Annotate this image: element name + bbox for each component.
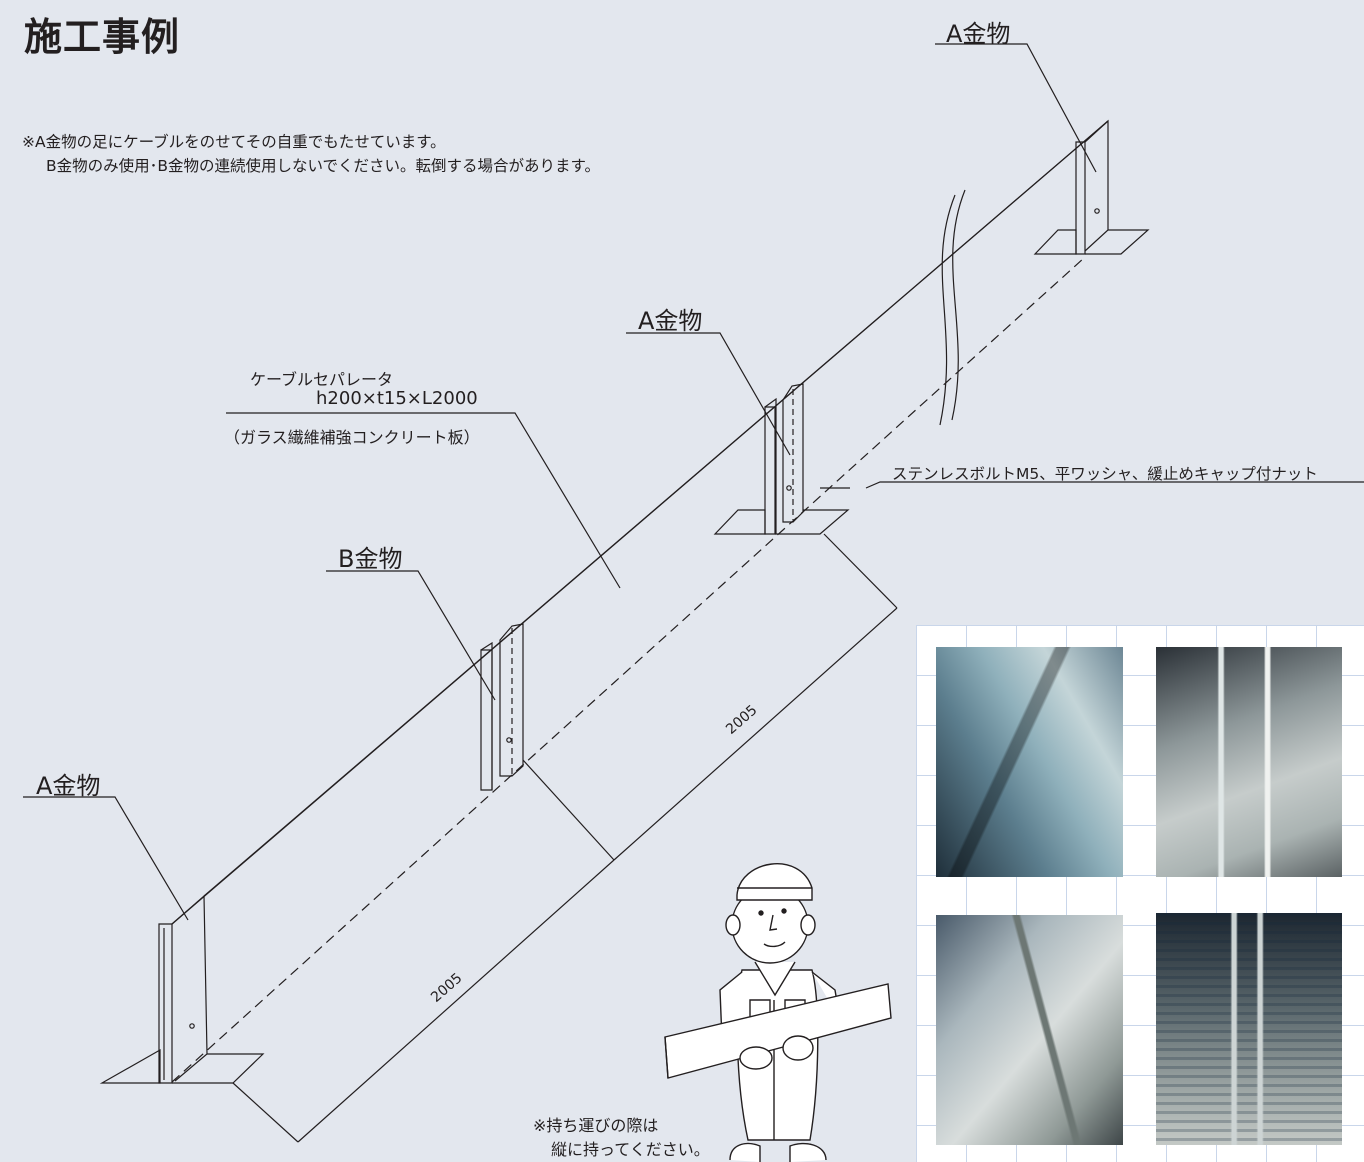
leader-a-left [23, 796, 189, 921]
break-mark-left [939, 194, 956, 426]
leader-bolt [820, 481, 1364, 489]
separator-name: ケーブルセパレータ [250, 370, 394, 389]
b-bracket [480, 623, 524, 791]
installation-photo-4 [1156, 913, 1342, 1145]
installation-photo-2 [1156, 647, 1342, 877]
page-title: 施工事例 [24, 15, 181, 59]
bolt-label: ステンレスボルトM5、平ワッシャ、緩止めキャップ付ナット [892, 465, 1318, 483]
installation-photo-3 [936, 915, 1123, 1145]
label-b: B金物 [338, 545, 403, 573]
worker-illustration [664, 863, 892, 1162]
leader-separator [226, 412, 621, 589]
warning-note-line-2: B金物のみ使用･B金物の連続使用しないでください。転倒する場合があります。 [46, 157, 601, 175]
dim-line-upper [613, 607, 898, 861]
a-bracket-left [99, 894, 265, 1084]
carry-note-line-2: 縦に持ってください。 [551, 1140, 710, 1159]
leader-a-top [935, 43, 1097, 173]
break-mark-right [951, 189, 966, 421]
carry-note-line-1: ※持ち運びの際は [533, 1116, 659, 1135]
leader-b [326, 570, 496, 701]
separator-bottom-edge [171, 257, 1085, 1083]
dim-ext-mid [823, 533, 898, 609]
label-a-left: A金物 [36, 772, 101, 800]
a-bracket-top [1033, 119, 1150, 255]
label-a-top: A金物 [946, 20, 1011, 48]
installation-photo-1 [936, 647, 1123, 877]
warning-note-line-1: ※A金物の足にケーブルをのせてその自重でもたせています。 [22, 133, 446, 151]
label-a-mid: A金物 [638, 307, 703, 335]
dim-line-lower [297, 859, 615, 1143]
separator-top-edge-2 [203, 120, 1109, 897]
photo-grid [916, 625, 1364, 1162]
a-bracket-middle [713, 383, 850, 535]
separator-material: （ガラス繊維補強コンクリート板） [224, 428, 480, 447]
dim-ext-left [232, 1082, 299, 1143]
dim-ext-b [522, 759, 615, 861]
leader-a-mid [626, 332, 791, 456]
separator-size: h200×t15×L2000 [316, 388, 478, 409]
